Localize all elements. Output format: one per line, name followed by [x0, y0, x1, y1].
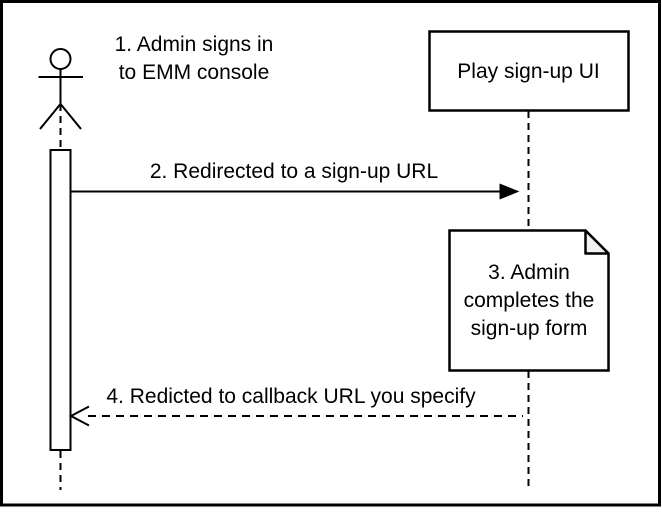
- note-body: [448, 229, 610, 372]
- message-2-label: 2. Redirected to a sign-up URL: [149, 160, 439, 183]
- message-2-arrowhead-icon: [499, 183, 520, 200]
- note-fold-icon: [584, 229, 610, 255]
- message-4-label: 4. Redicted to callback URL you specify: [106, 385, 476, 408]
- play-signup-ui-box: [428, 30, 630, 112]
- play-signup-ui-label: Play sign-up UI: [457, 59, 600, 83]
- message-4-open-arrowhead-icon: [68, 405, 90, 427]
- message-2-arrow: [71, 183, 520, 200]
- note-label: 3. Admin completes the sign-up form: [463, 260, 595, 340]
- actor-head: [49, 48, 72, 70]
- step1-annotation: 1. Admin signs in to EMM console: [114, 33, 274, 84]
- admin-activation-bar: [49, 149, 72, 451]
- note-shape: [448, 229, 610, 372]
- message-4-arrow: [68, 405, 523, 427]
